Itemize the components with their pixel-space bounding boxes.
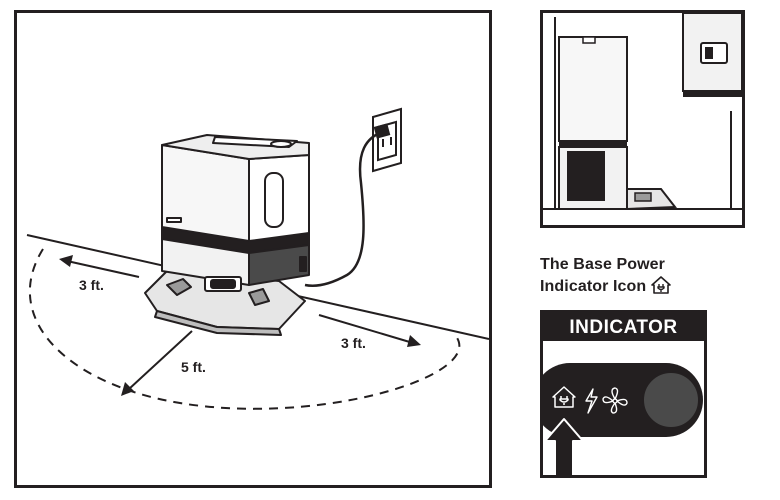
fan-icon bbox=[602, 387, 628, 414]
power-switch bbox=[700, 42, 728, 64]
right-distance-arrow bbox=[318, 314, 421, 347]
indicator-header: INDICATOR bbox=[543, 313, 704, 341]
base-station bbox=[144, 134, 310, 336]
caption-line-2-text: Indicator Icon bbox=[540, 278, 647, 295]
power-cord bbox=[304, 129, 386, 287]
front-distance-label: 5 ft. bbox=[181, 359, 206, 375]
left-distance-label: 3 ft. bbox=[79, 277, 104, 293]
clearance-arc bbox=[29, 248, 461, 410]
wall-outlet bbox=[372, 107, 402, 173]
home-power-icon bbox=[552, 386, 576, 408]
indicator-caption: The Base Power Indicator Icon bbox=[540, 254, 760, 297]
front-distance-arrow bbox=[121, 330, 193, 396]
pointer-arrow bbox=[544, 418, 584, 475]
placement-illustration bbox=[26, 107, 489, 410]
indicator-card: INDICATOR bbox=[540, 310, 707, 478]
home-power-icon bbox=[650, 275, 672, 295]
indicator-button bbox=[642, 371, 700, 429]
lightning-icon bbox=[585, 388, 598, 414]
placement-diagram-panel: 3 ft. 5 ft. 3 ft. bbox=[14, 10, 492, 488]
caption-line-2: Indicator Icon bbox=[540, 275, 760, 297]
base-upper bbox=[558, 36, 628, 142]
caption-line-1: The Base Power bbox=[540, 256, 666, 273]
side-detail-illustration bbox=[543, 13, 742, 211]
indicator-illustration bbox=[543, 363, 703, 475]
right-distance-label: 3 ft. bbox=[341, 335, 366, 351]
left-distance-arrow bbox=[59, 255, 140, 278]
plug bbox=[373, 123, 391, 139]
side-detail-panel bbox=[540, 10, 745, 228]
